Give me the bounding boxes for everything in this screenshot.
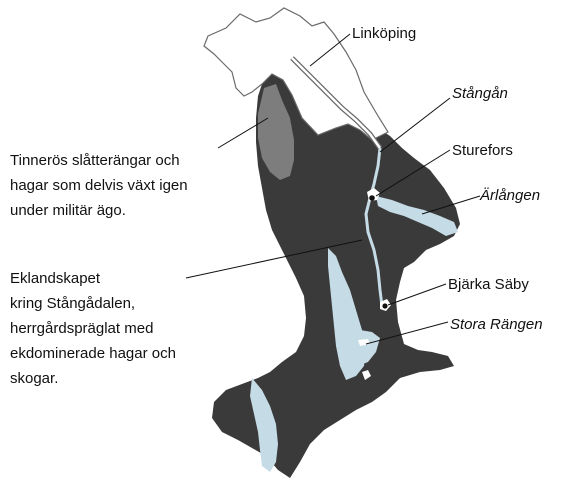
label-linkoping: Linköping xyxy=(352,25,416,42)
sturefors-dot xyxy=(369,195,375,201)
label-arlangen: Ärlången xyxy=(479,187,540,204)
label-tinneros-line3: under militär ägo. xyxy=(10,202,126,219)
southern-spot xyxy=(362,370,371,380)
linkoping-leader xyxy=(309,33,351,67)
stora-rangen-dam-mark xyxy=(358,339,370,346)
label-tinneros-line2: hagar som delvis växt igen xyxy=(10,177,188,194)
sturefors-leader xyxy=(375,149,451,197)
bjarka-saby-dot xyxy=(382,303,388,309)
stangan-river-upper-inner xyxy=(291,57,382,149)
stangan-river-lower xyxy=(364,147,384,307)
label-stangan: Stångån xyxy=(452,85,508,102)
label-eklandskapet-line2: kring Stångådalen, xyxy=(10,295,135,312)
label-stora-rangen: Stora Rängen xyxy=(450,316,543,333)
stora-rangen-leader xyxy=(365,321,449,345)
stangan-leader xyxy=(379,97,451,153)
bjarka-saby-leader xyxy=(387,283,447,306)
label-tinneros-line1: Tinnerös slåtterängar och xyxy=(10,152,180,169)
label-eklandskapet-line1: Eklandskapet xyxy=(10,270,101,287)
stora-rangen-lake xyxy=(352,330,380,366)
tinneros-leader xyxy=(217,117,269,149)
eklandskapet-leader xyxy=(185,239,363,279)
arlangen-leader xyxy=(421,195,481,215)
tinneros-meadow-region xyxy=(258,84,294,180)
label-eklandskapet-line3: herrgårdspräglat med xyxy=(10,320,153,337)
label-eklandskapet-line5: skogar. xyxy=(10,370,58,387)
label-eklandskapet-line4: ekdominerade hagar och xyxy=(10,345,176,362)
arlangen-lake xyxy=(376,196,458,236)
label-bjarka-saby: Bjärka Säby xyxy=(448,276,529,293)
label-sturefors: Sturefors xyxy=(452,142,513,159)
southwest-water xyxy=(250,378,278,472)
